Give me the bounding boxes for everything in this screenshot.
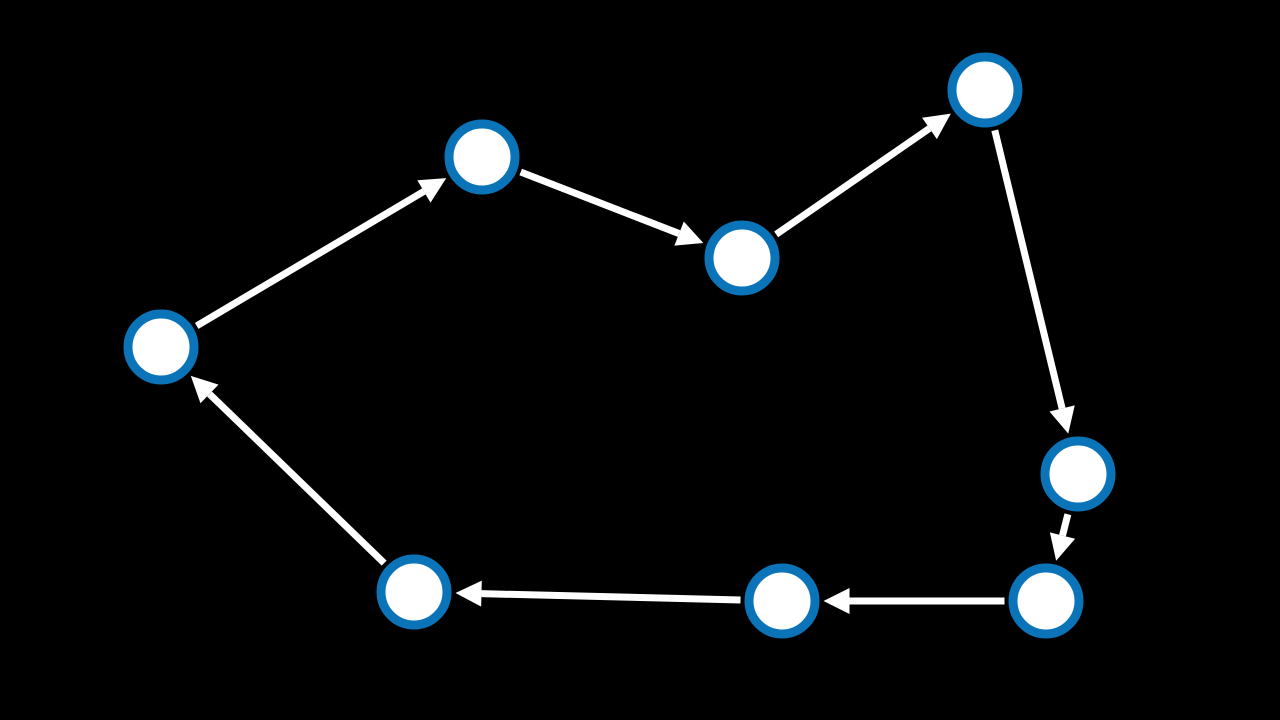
edges-layer xyxy=(190,113,1076,614)
graph-node[interactable] xyxy=(1040,436,1116,512)
graph-node[interactable] xyxy=(376,554,452,630)
nodes-layer xyxy=(123,52,1116,639)
edge-shaft xyxy=(481,590,741,604)
graph-edge[interactable] xyxy=(823,588,1005,614)
edge-arrowhead-icon xyxy=(674,221,704,246)
edge-shaft xyxy=(991,129,1066,410)
node-circle xyxy=(1040,436,1116,512)
edge-shaft xyxy=(1059,513,1072,537)
edge-arrowhead-icon xyxy=(190,375,219,404)
edge-shaft xyxy=(194,188,426,329)
edge-shaft xyxy=(207,391,387,566)
graph-node[interactable] xyxy=(947,52,1023,128)
graph-edge[interactable] xyxy=(519,168,704,246)
graph-node[interactable] xyxy=(1008,563,1084,639)
node-circle xyxy=(947,52,1023,128)
edge-arrowhead-icon xyxy=(455,580,482,607)
graph-edge[interactable] xyxy=(774,113,951,238)
edge-arrowhead-icon xyxy=(417,178,447,203)
edge-arrowhead-icon xyxy=(1049,532,1076,561)
node-circle xyxy=(123,309,199,385)
edge-arrowhead-icon xyxy=(823,588,850,614)
graph-edge[interactable] xyxy=(190,375,387,566)
edge-shaft xyxy=(519,168,681,237)
edge-shaft xyxy=(774,125,932,238)
node-circle xyxy=(744,563,820,639)
graph-edge[interactable] xyxy=(194,178,447,329)
graph-node[interactable] xyxy=(744,563,820,639)
node-circle xyxy=(376,554,452,630)
graph-node[interactable] xyxy=(123,309,199,385)
node-circle xyxy=(444,119,520,195)
graph-edge[interactable] xyxy=(1049,513,1076,561)
graph-node[interactable] xyxy=(444,119,520,195)
node-circle xyxy=(1008,563,1084,639)
node-circle xyxy=(704,220,780,296)
edge-arrowhead-icon xyxy=(1049,405,1075,434)
graph-edge[interactable] xyxy=(991,129,1075,434)
graph-node[interactable] xyxy=(704,220,780,296)
edge-arrowhead-icon xyxy=(922,113,951,140)
graph-edge[interactable] xyxy=(455,580,741,607)
